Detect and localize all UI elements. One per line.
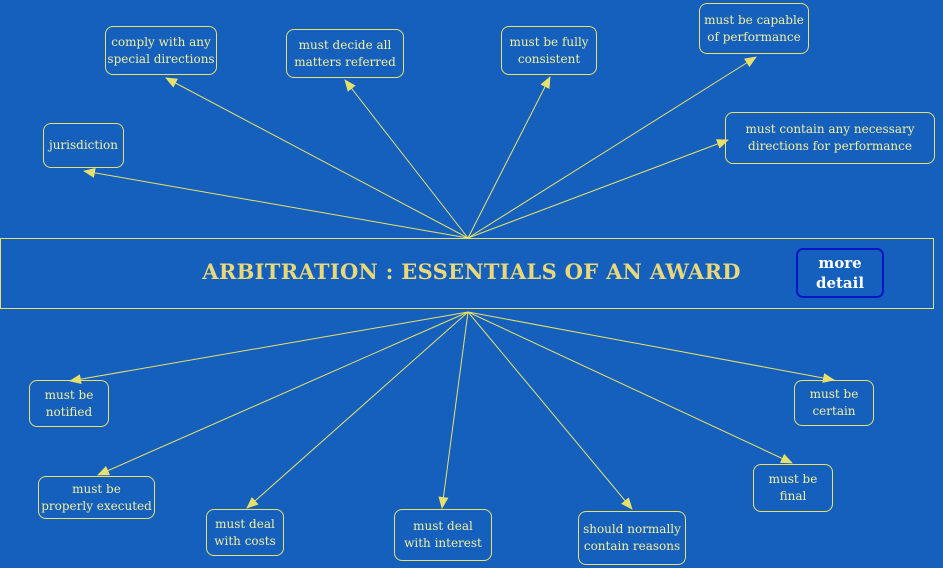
node-jurisdiction[interactable]: jurisdiction bbox=[43, 123, 124, 168]
node-final[interactable]: must be final bbox=[753, 464, 833, 512]
node-special-directions[interactable]: comply with any special directions bbox=[105, 26, 217, 75]
more-detail-button[interactable]: more detail bbox=[796, 248, 884, 298]
node-directions-performance[interactable]: must contain any necessary directions fo… bbox=[725, 112, 935, 164]
title-banner bbox=[0, 238, 934, 309]
diagram-title: ARBITRATION : ESSENTIALS OF AN AWARD bbox=[0, 259, 943, 284]
node-consistent[interactable]: must be fully consistent bbox=[501, 26, 597, 75]
node-reasons[interactable]: should normally contain reasons bbox=[578, 511, 686, 565]
node-certain[interactable]: must be certain bbox=[794, 380, 874, 426]
node-notified[interactable]: must be notified bbox=[29, 380, 109, 427]
node-costs[interactable]: must deal with costs bbox=[206, 509, 284, 556]
link-interest bbox=[438, 311, 469, 509]
link-executed bbox=[97, 311, 469, 476]
diagram-title-text: ARBITRATION : ESSENTIALS OF AN AWARD bbox=[202, 259, 741, 284]
link-costs bbox=[246, 311, 469, 509]
link-decide-all bbox=[344, 79, 469, 239]
link-special-directions bbox=[165, 77, 469, 239]
node-capable[interactable]: must be capable of performance bbox=[699, 3, 809, 54]
link-consistent bbox=[467, 76, 551, 239]
link-reasons bbox=[467, 311, 633, 510]
node-executed[interactable]: must be properly executed bbox=[38, 476, 155, 519]
link-certain bbox=[467, 311, 835, 383]
link-final bbox=[467, 311, 793, 464]
link-jurisdiction bbox=[83, 167, 469, 239]
link-capable bbox=[467, 56, 757, 239]
node-interest[interactable]: must deal with interest bbox=[394, 509, 492, 561]
node-decide-all[interactable]: must decide all matters referred bbox=[286, 29, 404, 78]
link-directions-performance bbox=[467, 139, 729, 239]
link-notified bbox=[69, 311, 469, 385]
